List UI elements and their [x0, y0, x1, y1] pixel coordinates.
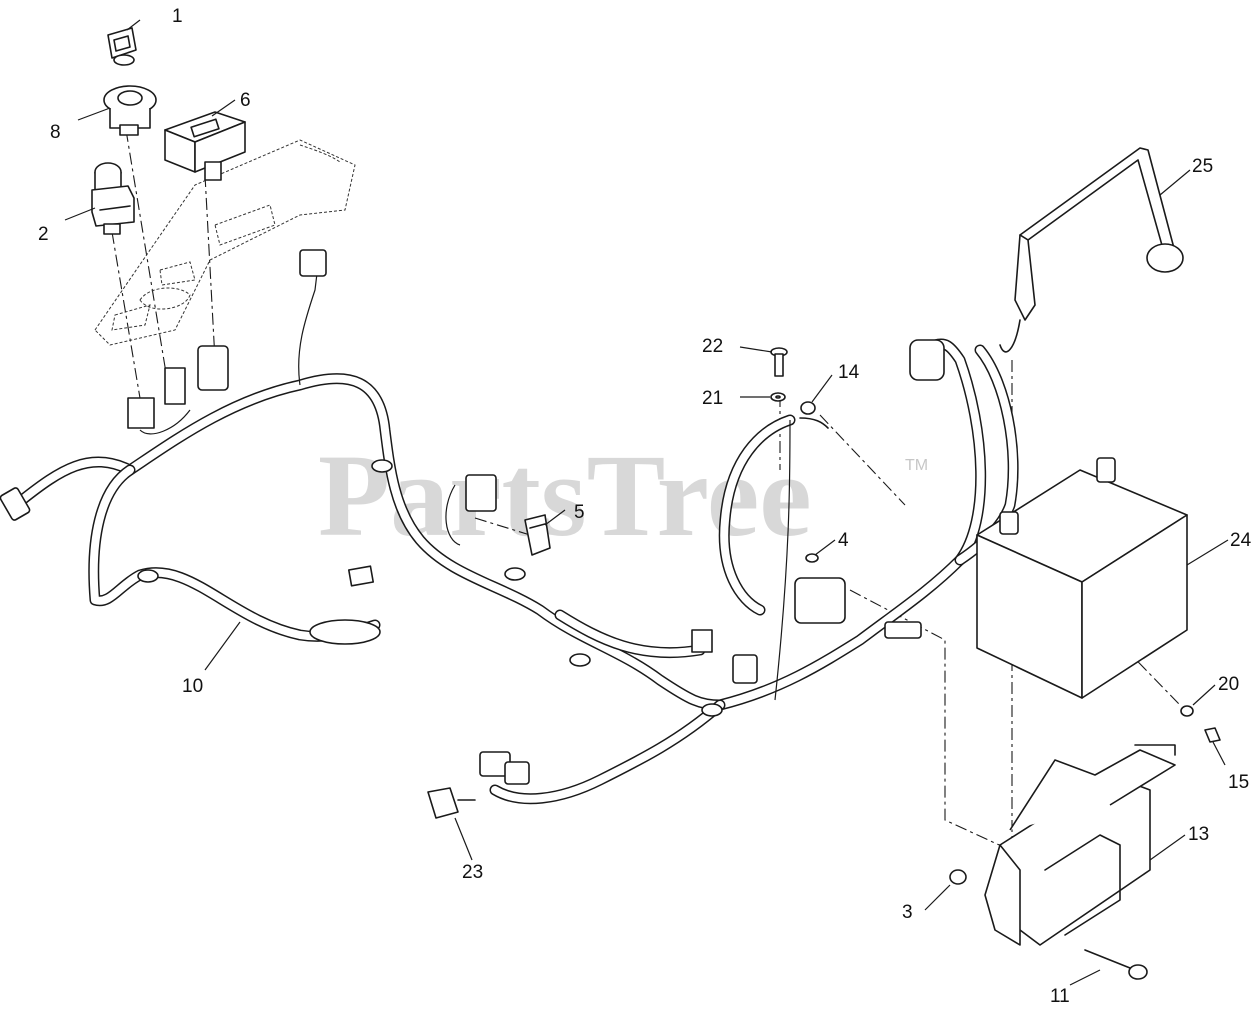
harness-connectors — [0, 249, 945, 785]
control-panel — [94, 139, 356, 346]
callout-22: 22 — [702, 336, 723, 357]
callout-leaders — [64, 19, 1229, 986]
pto-switch-part-2 — [91, 162, 135, 235]
callout-2: 2 — [38, 224, 49, 245]
callout-5: 5 — [574, 502, 585, 523]
callout-labels: 1 2 3 4 5 6 8 10 11 13 14 15 20 21 22 23… — [38, 6, 1252, 1007]
callout-23: 23 — [462, 862, 483, 883]
terminal-part-14 — [799, 401, 829, 429]
callout-21: 21 — [702, 388, 723, 409]
callout-14: 14 — [838, 362, 860, 383]
battery-tray-part-13 — [984, 744, 1176, 946]
watermark-trademark: TM — [905, 457, 928, 474]
callout-11: 11 — [1050, 986, 1070, 1007]
callout-15: 15 — [1228, 772, 1249, 793]
callout-13: 13 — [1188, 824, 1209, 845]
callout-25: 25 — [1192, 156, 1213, 177]
callout-24: 24 — [1230, 530, 1252, 551]
bolt-part-11 — [1084, 949, 1148, 980]
battery-strap-part-25 — [999, 147, 1184, 353]
battery-part-24 — [976, 457, 1188, 699]
callout-20: 20 — [1218, 674, 1239, 695]
clip-part-5 — [524, 514, 551, 556]
ignition-switch-part-8 — [103, 85, 157, 136]
bolt-part-22 — [770, 347, 788, 377]
washer-part-20 — [1180, 705, 1194, 717]
callout-10: 10 — [182, 676, 203, 697]
callout-1: 1 — [172, 6, 183, 27]
callout-6: 6 — [240, 90, 251, 111]
washer-part-21 — [770, 392, 786, 402]
callout-8: 8 — [50, 122, 61, 143]
screw-part-4 — [805, 553, 819, 563]
key-part-1 — [107, 27, 137, 66]
callout-4: 4 — [838, 530, 849, 551]
bolt-part-15 — [1204, 727, 1221, 743]
switch-part-23 — [427, 787, 476, 819]
nut-part-3 — [949, 869, 967, 885]
callout-3: 3 — [902, 902, 913, 923]
hour-meter-part-6 — [164, 111, 246, 181]
